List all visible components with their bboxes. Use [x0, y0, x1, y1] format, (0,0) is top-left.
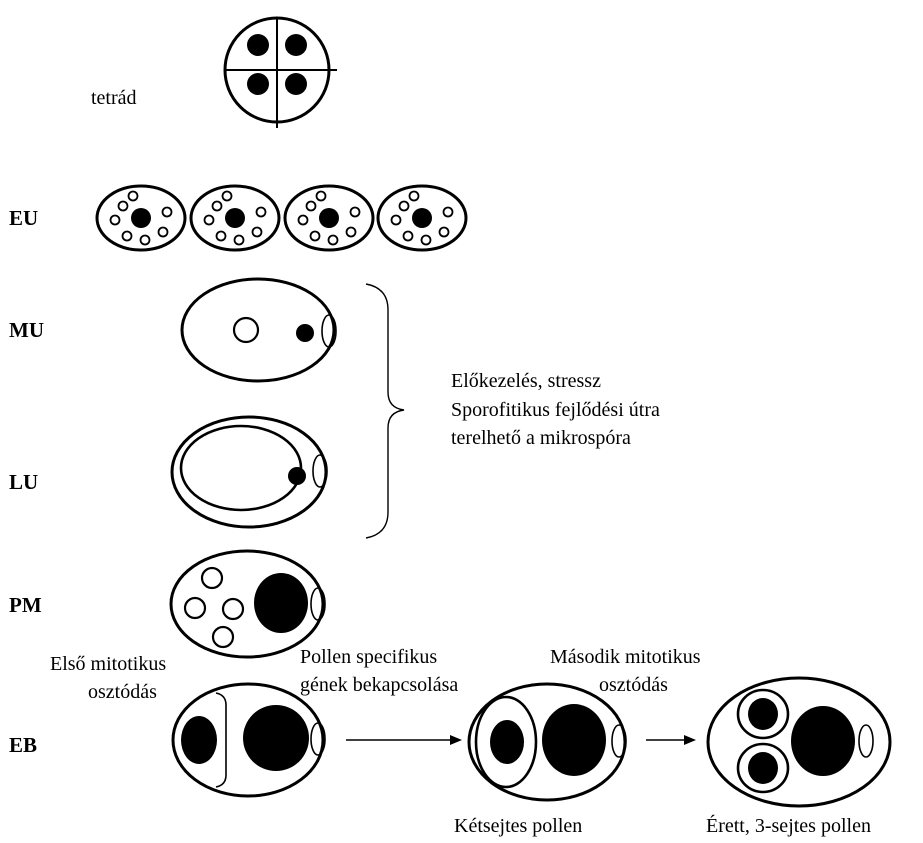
- stress-text-line2: Sporofitikus fejlődési útra: [451, 399, 660, 421]
- eu-microspore: [285, 186, 373, 250]
- first-mitosis-line1: Első mitotikus: [50, 653, 166, 675]
- tetrad-cell: [225, 18, 337, 128]
- eu-label: EU: [9, 206, 38, 230]
- second-mitosis-line2: osztódás: [599, 674, 668, 696]
- mature-label: Érett, 3-sejtes pollen: [706, 814, 871, 837]
- stress-text-line3: terelhető a mikrospóra: [451, 427, 631, 449]
- eu-microspore: [191, 186, 279, 250]
- pollen-genes-line1: Pollen specifikus: [300, 646, 437, 668]
- pollen-genes-line2: gének bekapcsolása: [300, 674, 458, 696]
- tetrad-label: tetrád: [91, 87, 137, 109]
- second-mitosis-line1: Második mitotikus: [550, 646, 701, 668]
- eu-microspores: [97, 186, 466, 250]
- first-mitosis-line2: osztódás: [88, 681, 157, 703]
- eb-label: EB: [9, 733, 37, 757]
- pm-label: PM: [9, 593, 42, 617]
- brace: [366, 284, 404, 538]
- eu-microspore: [97, 186, 185, 250]
- mu-label: MU: [9, 318, 44, 342]
- eb-cell: [173, 684, 325, 796]
- stress-text-line1: Előkezelés, stressz: [451, 370, 601, 392]
- lu-cell: [172, 417, 327, 527]
- bicellular-label: Kétsejtes pollen: [454, 815, 582, 837]
- lu-label: LU: [9, 470, 38, 494]
- mu-cell: [182, 279, 336, 381]
- pm-cell: [171, 551, 325, 657]
- arrow-to-mature: [646, 735, 696, 745]
- arrow-to-bicellular: [346, 735, 462, 745]
- bicellular-pollen-cell: [469, 684, 626, 800]
- mature-pollen-cell: [708, 678, 890, 806]
- eu-microspore: [378, 186, 466, 250]
